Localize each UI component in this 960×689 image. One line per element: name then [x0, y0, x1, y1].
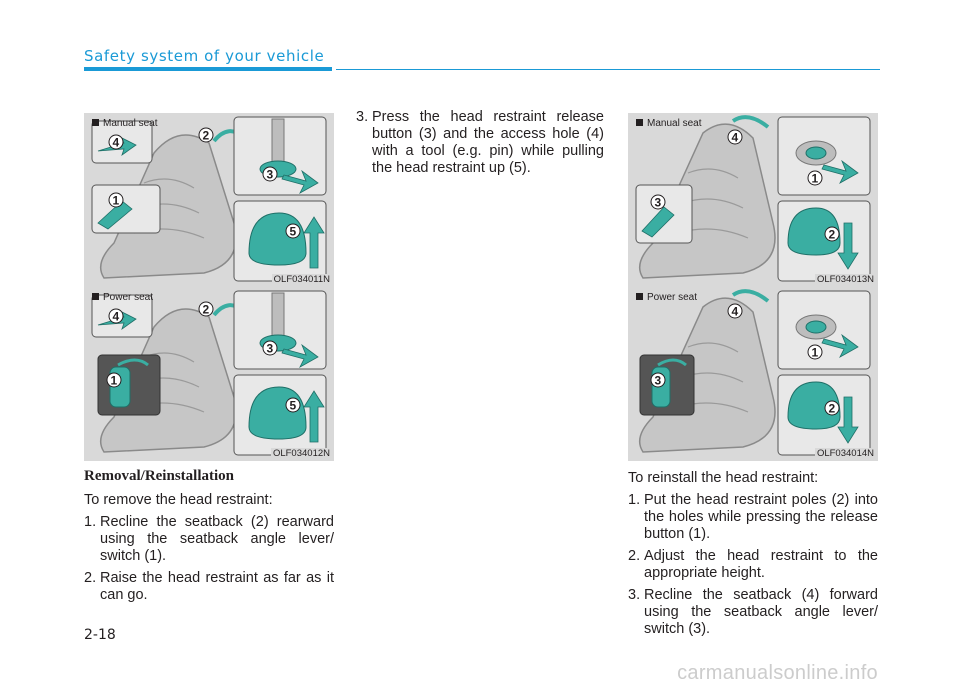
callout-label: 2 [203, 303, 210, 317]
callout-label: 4 [113, 310, 120, 324]
seat-illustration: 4 3 1 2 [638, 289, 871, 456]
section-heading: Removal/Reinstallation [84, 468, 234, 484]
figure-power-seat-removal: 4 2 1 3 5 Power seat OLF034012N [84, 287, 334, 461]
callout-label: 5 [290, 399, 297, 413]
callout-label: 3 [267, 168, 274, 182]
callout-label: 3 [655, 196, 662, 210]
removal-intro: To remove the head restraint: [84, 492, 273, 508]
seat-illustration: 4 2 1 3 5 [91, 116, 327, 282]
removal-step-2: 2.Raise the head restraint as far as it … [84, 570, 334, 603]
header-rule-thin [336, 69, 880, 70]
removal-step-3: 3.Press the head restraint release butto… [356, 109, 604, 176]
reinstall-step-1: 1.Put the head restraint poles (2) into … [628, 492, 878, 542]
figure-power-seat-reinstall: 4 3 1 2 Power seat OLF034014N [628, 287, 878, 461]
header-rule-thick [84, 67, 332, 71]
page-number: 2-18 [84, 627, 116, 643]
figure-code: OLF034013N [814, 274, 874, 285]
callout-label: 1 [113, 194, 120, 208]
callout-label: 2 [829, 228, 836, 242]
callout-label: 2 [203, 129, 210, 143]
callout-label: 4 [732, 305, 739, 319]
seat-illustration: 4 2 1 3 5 [91, 290, 327, 456]
figure-code: OLF034012N [270, 448, 330, 459]
callout-label: 3 [267, 342, 274, 356]
callout-label: 4 [113, 136, 120, 150]
callout-label: 2 [829, 402, 836, 416]
figure-label: Manual seat [92, 118, 157, 129]
figure-label: Power seat [92, 292, 153, 303]
callout-label: 1 [812, 346, 819, 360]
figure-manual-seat-removal: 4 2 1 3 5 Manual seat OLF034011N [84, 113, 334, 287]
square-bullet-icon [92, 119, 99, 126]
watermark: carmanualsonline.info [677, 662, 878, 684]
reinstall-intro: To reinstall the head restraint: [628, 470, 819, 486]
square-bullet-icon [636, 293, 643, 300]
figure-label: Power seat [636, 292, 697, 303]
figure-code: OLF034011N [271, 274, 330, 285]
section-title: Safety system of your vehicle [84, 47, 325, 65]
seat-illustration: 4 3 1 2 [635, 115, 871, 282]
callout-label: 1 [111, 374, 118, 388]
figure-label: Manual seat [636, 118, 701, 129]
callout-label: 3 [655, 374, 662, 388]
removal-instructions: Removal/Reinstallation To remove the hea… [84, 468, 334, 604]
callout-label: 5 [290, 225, 297, 239]
square-bullet-icon [92, 293, 99, 300]
figure-manual-seat-reinstall: 4 3 1 2 Manual seat OLF034013N [628, 113, 878, 287]
reinstall-step-2: 2.Adjust the head restraint to the appro… [628, 548, 878, 581]
removal-step-1: 1.Recline the seatback (2) rearward usin… [84, 514, 334, 564]
figure-code: OLF034014N [814, 448, 874, 459]
reinstall-instructions: To reinstall the head restraint: 1.Put t… [628, 470, 878, 638]
callout-label: 4 [732, 131, 739, 145]
callout-label: 1 [812, 172, 819, 186]
square-bullet-icon [636, 119, 643, 126]
reinstall-step-3: 3.Recline the seatback (4) forward using… [628, 587, 878, 637]
removal-step-continued: 3.Press the head restraint release butto… [356, 109, 604, 177]
